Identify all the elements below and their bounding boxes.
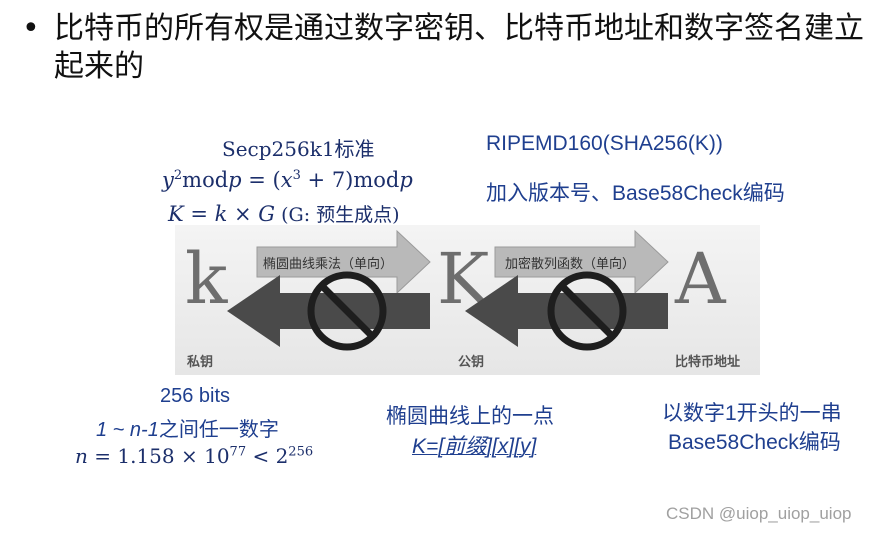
formula-x-exponent: 3 bbox=[292, 168, 301, 183]
n-symbol: n bbox=[75, 444, 88, 468]
letter-address: A bbox=[674, 238, 727, 320]
watermark: CSDN @uiop_uiop_uiop bbox=[666, 504, 852, 523]
key-length-label: 256 bits bbox=[160, 385, 231, 407]
letter-private-key: k bbox=[185, 238, 228, 320]
pubkey-formula-note: (G: 预生成点) bbox=[275, 204, 400, 226]
forward-arrow-hash bbox=[494, 229, 669, 295]
public-key-format: K=[前缀][x][y] bbox=[412, 435, 537, 458]
curve-equation: y2modp = (x3 + 7)modp bbox=[162, 168, 413, 192]
formula-p-1: p bbox=[228, 168, 242, 192]
prohibited-sign-1 bbox=[307, 271, 387, 351]
slide-heading: 比特币的所有权是通过数字密钥、比特币地址和数字签名建立起来的 bbox=[54, 11, 864, 84]
formula-y: y bbox=[162, 168, 174, 192]
formula-mod-2: mod bbox=[353, 168, 400, 192]
caption-private-key: 私钥 bbox=[187, 354, 213, 370]
caption-public-key: 公钥 bbox=[458, 354, 484, 370]
n-less-than: < 2 bbox=[246, 444, 289, 468]
key-range-label: 1 ~ n-1之间任一数字 bbox=[96, 413, 279, 442]
public-key-description: 椭圆曲线上的一点 bbox=[386, 405, 554, 428]
forward-arrow-ec-multiply bbox=[256, 229, 431, 295]
n-equals: = 1.158 × 10 bbox=[87, 444, 230, 468]
formula-rest: + 7) bbox=[300, 168, 354, 192]
formula-x: x bbox=[280, 168, 293, 192]
curve-standard-label: Secp256k1标准 bbox=[222, 137, 375, 161]
arrow-label-hash: 加密散列函数（单向） bbox=[505, 256, 635, 272]
range-n: n-1 bbox=[129, 419, 159, 441]
range-suffix: 之间任一数字 bbox=[158, 419, 279, 441]
pubkey-formula-main: K = k × G bbox=[168, 202, 276, 226]
formula-y-exponent: 2 bbox=[173, 168, 183, 183]
formula-equals: = ( bbox=[241, 168, 281, 192]
hash-function-label: RIPEMD160(SHA256(K)) bbox=[486, 132, 723, 155]
range-prefix: 1 ~ bbox=[96, 419, 130, 441]
formula-p-2: p bbox=[399, 168, 413, 192]
formula-mod-1: mod bbox=[182, 168, 229, 192]
address-format: Base58Check编码 bbox=[668, 431, 841, 454]
encoding-step-label: 加入版本号、Base58Check编码 bbox=[486, 182, 785, 205]
n-value-formula: n = 1.158 × 1077 < 2256 bbox=[75, 444, 313, 468]
n-exponent-256: 256 bbox=[288, 444, 314, 460]
arrow-label-ec-multiply: 椭圆曲线乘法（单向） bbox=[263, 256, 393, 272]
pubkey-formula: K = k × G (G: 预生成点) bbox=[168, 200, 400, 227]
n-exponent-77: 77 bbox=[229, 444, 247, 460]
caption-address: 比特币地址 bbox=[675, 354, 740, 370]
bullet-marker: • bbox=[22, 11, 40, 46]
key-derivation-diagram: k K A 椭圆曲线乘法（单向） 加密散列函数（单向） 私钥 公钥 比特币地址 bbox=[175, 225, 760, 375]
prohibited-sign-2 bbox=[547, 271, 627, 351]
address-description: 以数字1开头的一串 bbox=[662, 402, 842, 425]
